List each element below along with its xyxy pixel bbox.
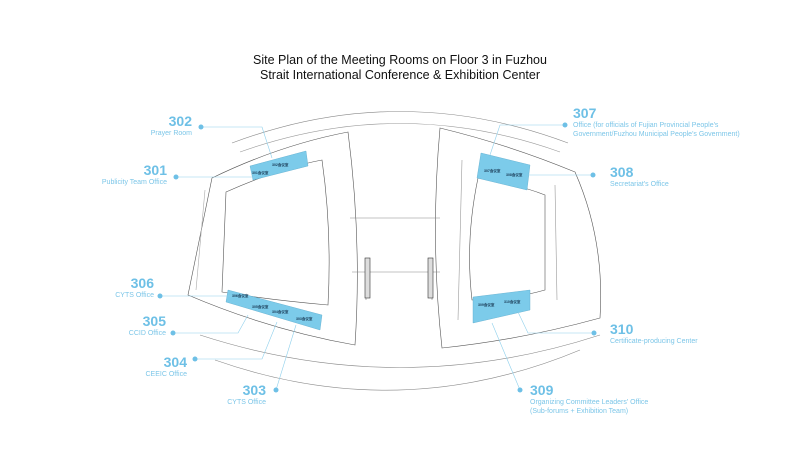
callout-308: 308 Secretariat's Office xyxy=(610,164,669,189)
plan-label-309: 309会议室 xyxy=(478,302,495,307)
plan-label-305: 305会议室 xyxy=(252,304,269,309)
leader-dots xyxy=(157,122,597,393)
plan-label-310: 310会议室 xyxy=(504,299,521,304)
plan-label-302: 302会议室 xyxy=(272,162,289,167)
plan-label-307: 307会议室 xyxy=(484,168,501,173)
plan-label-304: 304会议室 xyxy=(272,309,289,314)
callout-309: 309 Organizing Committee Leaders' Office… xyxy=(530,382,649,416)
meeting-rooms xyxy=(225,150,531,331)
plan-room-labels: 301会议室 302会议室 303会议室 304会议室 305会议室 306会议… xyxy=(232,162,523,321)
right-courtyard xyxy=(469,177,546,301)
building-outlines xyxy=(187,111,602,391)
left-courtyard xyxy=(221,159,330,306)
room-309-310 xyxy=(472,289,531,324)
title-line-2: Strait International Conference & Exhibi… xyxy=(259,68,541,82)
leader-lines xyxy=(160,124,594,391)
outer-arc-top xyxy=(231,111,569,144)
outer-arc-bottom xyxy=(199,334,601,368)
room-307-308 xyxy=(476,152,531,191)
callout-307: 307 Office (for officials of Fujian Prov… xyxy=(573,105,740,139)
diagram-title: Site Plan of the Meeting Rooms on Floor … xyxy=(0,53,800,83)
right-building xyxy=(435,127,602,349)
plan-label-308: 308会议室 xyxy=(506,172,523,177)
left-building xyxy=(187,131,358,346)
callout-310: 310 Certificate-producing Center xyxy=(610,321,698,346)
connector xyxy=(350,217,440,300)
callout-306: 306 CYTS Office xyxy=(115,275,154,300)
callout-303: 303 CYTS Office xyxy=(227,382,266,407)
title-line-1: Site Plan of the Meeting Rooms on Floor … xyxy=(253,53,547,67)
plan-label-301: 301会议室 xyxy=(252,170,269,175)
inner-arc-top xyxy=(239,123,561,153)
room-301-302 xyxy=(249,150,309,181)
callout-304: 304 CEEIC Office xyxy=(145,354,188,379)
arc-bottom-2 xyxy=(214,349,581,391)
room-303-306 xyxy=(225,289,323,331)
callout-301: 301 Publicity Team Office xyxy=(101,162,167,187)
plan-label-303: 303会议室 xyxy=(296,316,313,321)
plan-label-306: 306会议室 xyxy=(232,293,249,298)
callout-305: 305 CCID Office xyxy=(128,313,166,338)
callout-302: 302 Prayer Room xyxy=(150,113,192,138)
